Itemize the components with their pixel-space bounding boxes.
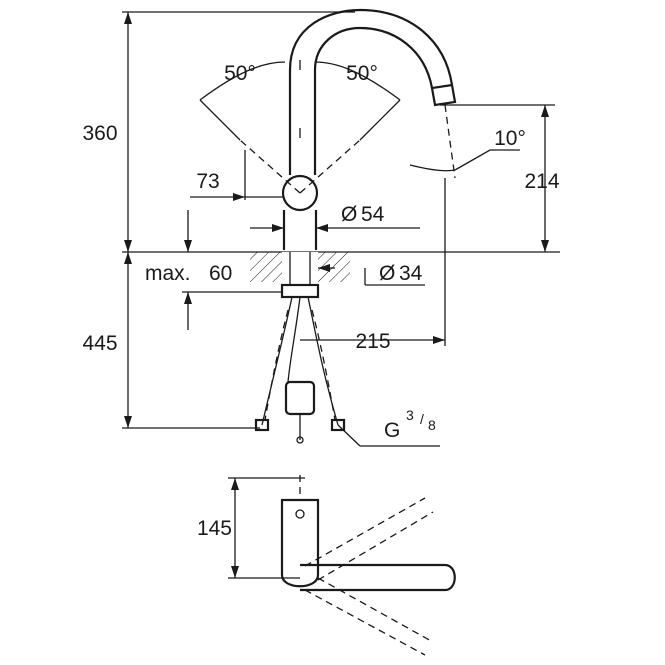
hose-end-right bbox=[330, 418, 346, 432]
spout-inner bbox=[313, 26, 434, 175]
dim-depth: 145 bbox=[197, 517, 232, 540]
dim-thread-letter: G bbox=[384, 419, 400, 442]
dim-body-offset: 73 bbox=[196, 170, 219, 193]
dim-body-diameter: 54 bbox=[361, 203, 385, 226]
dim-below-counter: 445 bbox=[82, 332, 117, 355]
dim-hole-diameter: 34 bbox=[399, 262, 423, 285]
hose-weight bbox=[284, 380, 316, 416]
plan-spout bbox=[300, 563, 456, 592]
mount-nut bbox=[280, 283, 320, 299]
dim-max-counter: 60 bbox=[209, 262, 232, 285]
dim-total-height: 360 bbox=[82, 122, 117, 145]
dim-spout-reach: 215 bbox=[355, 330, 390, 353]
dim-thread-slash: / bbox=[420, 411, 424, 427]
spout-head bbox=[430, 83, 457, 107]
dim-swivel-right: 50° bbox=[346, 62, 378, 85]
dim-swivel-left: 50° bbox=[224, 62, 256, 85]
spout-outer bbox=[288, 8, 454, 175]
swivel-line-left bbox=[239, 139, 301, 194]
dim-hole-diameter-symbol: Ø bbox=[379, 262, 395, 285]
dim-spout-tilt: 10° bbox=[494, 127, 526, 150]
plan-view bbox=[228, 475, 456, 656]
dim-thread-denominator: 8 bbox=[428, 417, 436, 433]
side-elevation bbox=[122, 8, 560, 447]
dim-spout-height: 214 bbox=[524, 170, 559, 193]
plan-body bbox=[280, 498, 320, 588]
dim-body-diameter-symbol: Ø bbox=[341, 203, 357, 226]
hose-end-left bbox=[254, 418, 270, 432]
spout-tilt-line bbox=[444, 104, 456, 179]
lever-knob bbox=[281, 174, 319, 212]
dim-thread-numerator: 3 bbox=[406, 407, 414, 423]
dim-max-label: max. bbox=[145, 262, 191, 285]
shank bbox=[289, 252, 311, 285]
faucet-body bbox=[282, 210, 318, 250]
swivel-line-right bbox=[299, 139, 361, 194]
